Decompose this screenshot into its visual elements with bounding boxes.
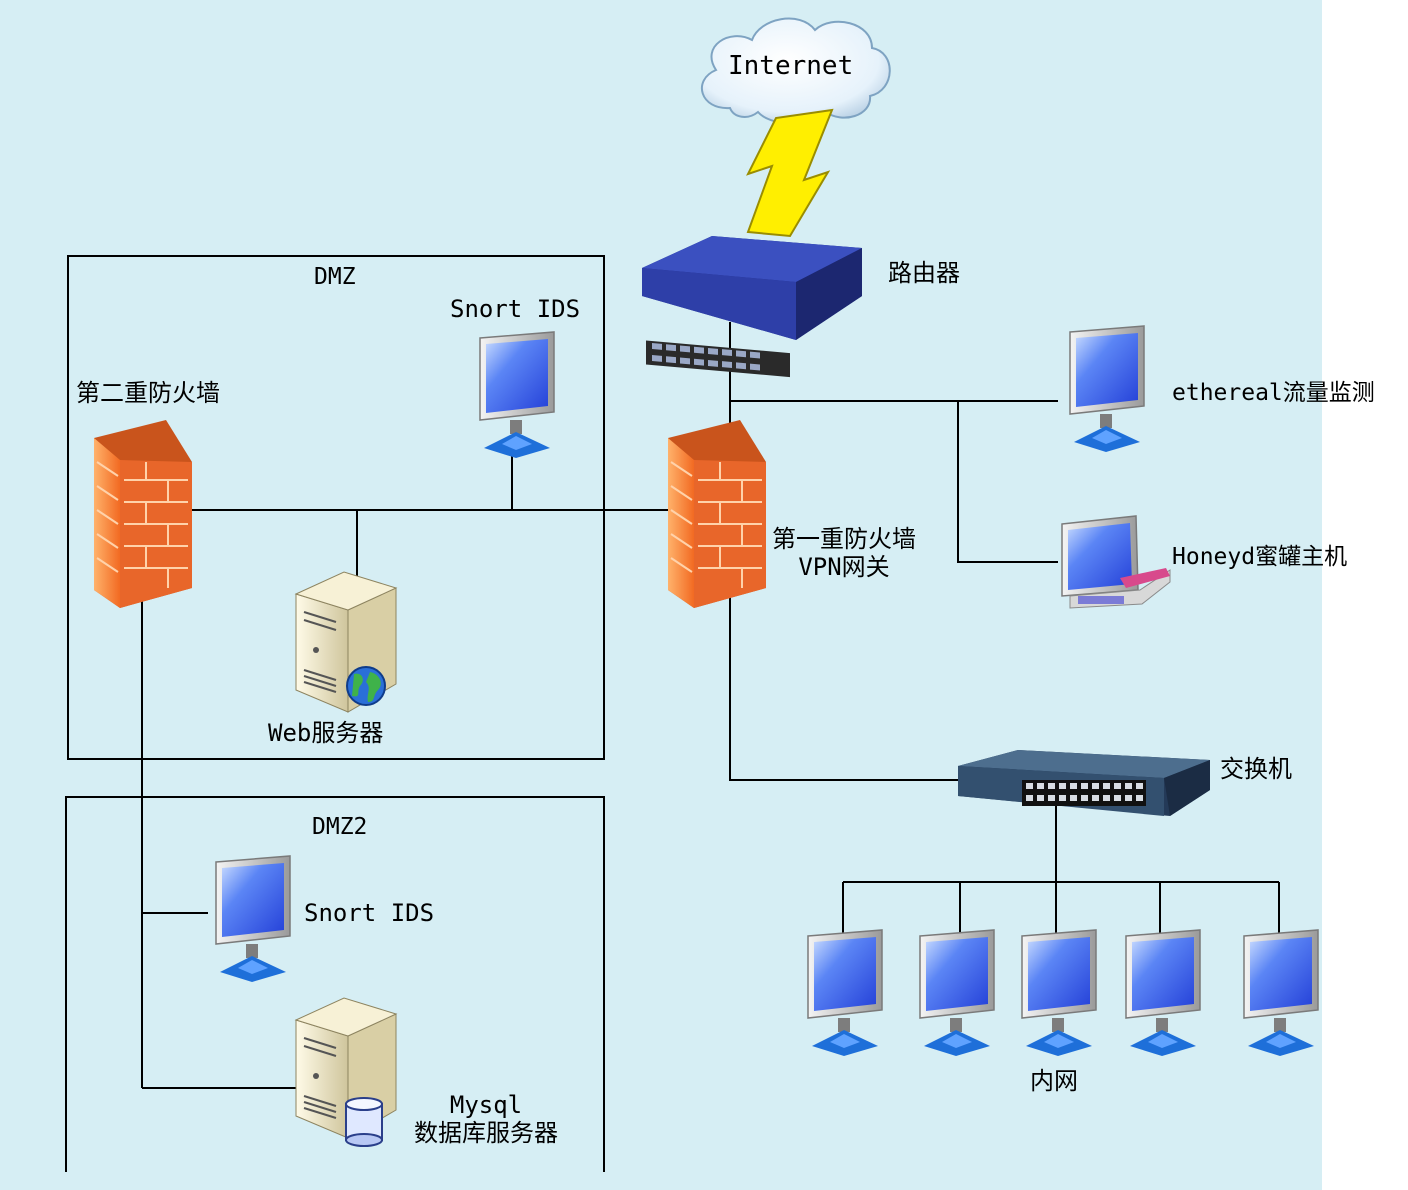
mysql-label-line1: Mysql: [449, 1091, 523, 1119]
firewall-icon: [667, 419, 767, 609]
mysql-server-label: Mysql 数据库服务器: [414, 1091, 558, 1147]
first-firewall-label-line2: VPN网关: [798, 552, 890, 581]
mysql-label-line2: 数据库服务器: [414, 1118, 558, 1147]
ethereal-label: ethereal流量监测: [1172, 380, 1375, 406]
dmz-zone-box: [67, 255, 605, 760]
router-icon: [642, 236, 862, 378]
lightning-bolt-icon: [746, 108, 834, 238]
connection-lines: [141, 322, 1280, 1089]
snort-ids-dmz2-label: Snort IDS: [304, 899, 435, 927]
first-firewall-label-line1: 第一重防火墙: [772, 525, 916, 553]
snort-ids-dmz-label: Snort IDS: [450, 295, 581, 323]
switch-icon: [958, 750, 1210, 816]
honeyd-label: Honeyd蜜罐主机: [1172, 544, 1348, 570]
dmz-label: DMZ: [314, 264, 356, 290]
globe-icon: [346, 666, 386, 706]
dmz2-zone-box: [65, 796, 605, 1172]
database-icon: [345, 1097, 383, 1147]
intranet-label: 内网: [1030, 1067, 1078, 1095]
first-firewall-label: 第一重防火墙 VPN网关: [772, 525, 916, 581]
dmz2-label: DMZ2: [312, 814, 368, 840]
internet-label: Internet: [728, 51, 854, 81]
second-firewall-label: 第二重防火墙: [76, 379, 220, 407]
honeypot-computer-icon: [1061, 515, 1171, 609]
switch-label: 交换机: [1220, 755, 1292, 783]
router-label: 路由器: [888, 259, 960, 287]
firewall-to-switch-link: [729, 582, 960, 781]
firewall-icon: [93, 419, 193, 609]
web-server-label: Web服务器: [268, 719, 384, 747]
router-to-honeyd-link: [957, 401, 1058, 563]
